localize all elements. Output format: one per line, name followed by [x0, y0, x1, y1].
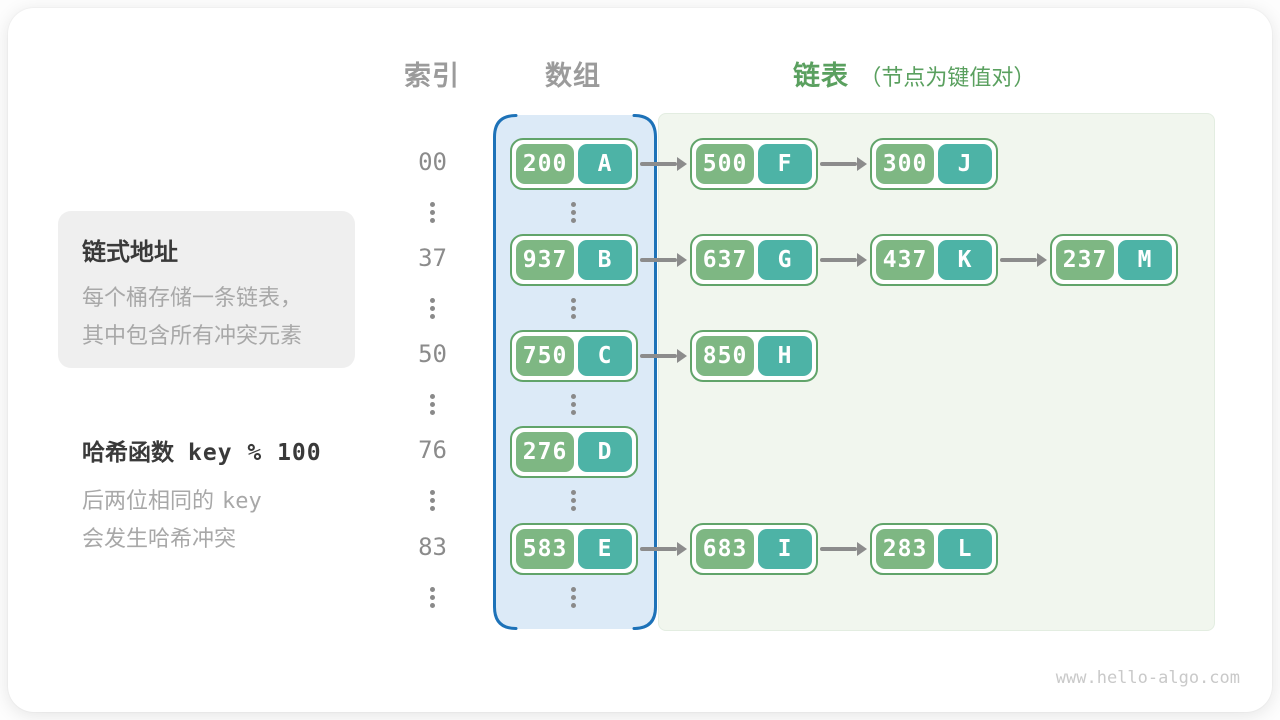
bucket-index-label: 50	[418, 340, 447, 368]
node-key: 276	[516, 432, 575, 472]
array-ellipsis-dots	[571, 587, 576, 608]
linked-list-header-note: （节点为键值对）	[859, 66, 1036, 91]
node-value: D	[578, 432, 632, 472]
bucket-index-label: 83	[418, 533, 447, 561]
node-value: K	[938, 240, 992, 280]
arrow-head-icon	[677, 349, 687, 363]
bucket-index-label: 37	[418, 244, 447, 272]
hash-function-note: 哈希函数 key % 100 后两位相同的 key 会发生哈希冲突	[82, 433, 322, 559]
hash-function-label: 哈希函数	[82, 440, 174, 466]
node-key: 200	[516, 144, 575, 184]
arrow-head-icon	[857, 542, 867, 556]
info-box-line2: 其中包含所有冲突元素	[82, 324, 303, 349]
index-ellipsis-dots	[430, 298, 435, 319]
arrow-line	[1000, 258, 1037, 262]
node-key: 300	[876, 144, 935, 184]
array-ellipsis-dots	[571, 202, 576, 223]
arrow-line	[640, 547, 677, 551]
arrow-head-icon	[857, 253, 867, 267]
array-ellipsis-dots	[571, 298, 576, 319]
node-value: H	[758, 336, 812, 376]
arrow-head-icon	[857, 157, 867, 171]
bucket-index-label: 76	[418, 436, 447, 464]
column-header-index: 索引	[404, 61, 460, 92]
bucket-index-label: 00	[418, 148, 447, 176]
node-key: 437	[876, 240, 935, 280]
index-ellipsis-dots	[430, 490, 435, 511]
info-box-title: 链式地址	[82, 238, 178, 266]
node-value: G	[758, 240, 812, 280]
node-value: M	[1118, 240, 1172, 280]
index-ellipsis-dots	[430, 202, 435, 223]
watermark-url: www.hello-algo.com	[1055, 668, 1240, 688]
arrow-line	[640, 162, 677, 166]
node-key: 237	[1056, 240, 1115, 280]
info-box-line1: 每个桶存储一条链表，	[82, 286, 303, 311]
arrow-head-icon	[677, 253, 687, 267]
linked-list-header-label: 链表	[793, 61, 849, 92]
hash-note-line1-code: key	[222, 489, 262, 514]
node-key: 750	[516, 336, 575, 376]
index-ellipsis-dots	[430, 587, 435, 608]
arrow-line	[820, 547, 857, 551]
node-key: 683	[696, 529, 755, 569]
node-key: 937	[516, 240, 575, 280]
node-value: B	[578, 240, 632, 280]
arrow-head-icon	[677, 157, 687, 171]
node-value: A	[578, 144, 632, 184]
node-value: I	[758, 529, 812, 569]
column-header-array: 数组	[545, 61, 601, 92]
node-key: 283	[876, 529, 935, 569]
hash-note-line2: 会发生哈希冲突	[82, 527, 237, 552]
array-ellipsis-dots	[571, 394, 576, 415]
node-key: 500	[696, 144, 755, 184]
node-value: C	[578, 336, 632, 376]
column-header-linked-list: 链表 （节点为键值对）	[793, 54, 1035, 93]
node-key: 637	[696, 240, 755, 280]
arrow-head-icon	[1037, 253, 1047, 267]
array-ellipsis-dots	[571, 490, 576, 511]
arrow-line	[820, 162, 857, 166]
arrow-line	[820, 258, 857, 262]
arrow-line	[640, 258, 677, 262]
chaining-info-box: 链式地址 每个桶存储一条链表， 其中包含所有冲突元素	[58, 211, 355, 368]
index-ellipsis-dots	[430, 394, 435, 415]
node-value: J	[938, 144, 992, 184]
hash-note-line1: 后两位相同的	[82, 489, 215, 514]
arrow-line	[640, 354, 677, 358]
node-key: 583	[516, 529, 575, 569]
hash-function-code: key % 100	[188, 440, 322, 466]
node-value: F	[758, 144, 812, 184]
node-value: L	[938, 529, 992, 569]
node-value: E	[578, 529, 632, 569]
node-key: 850	[696, 336, 755, 376]
arrow-head-icon	[677, 542, 687, 556]
